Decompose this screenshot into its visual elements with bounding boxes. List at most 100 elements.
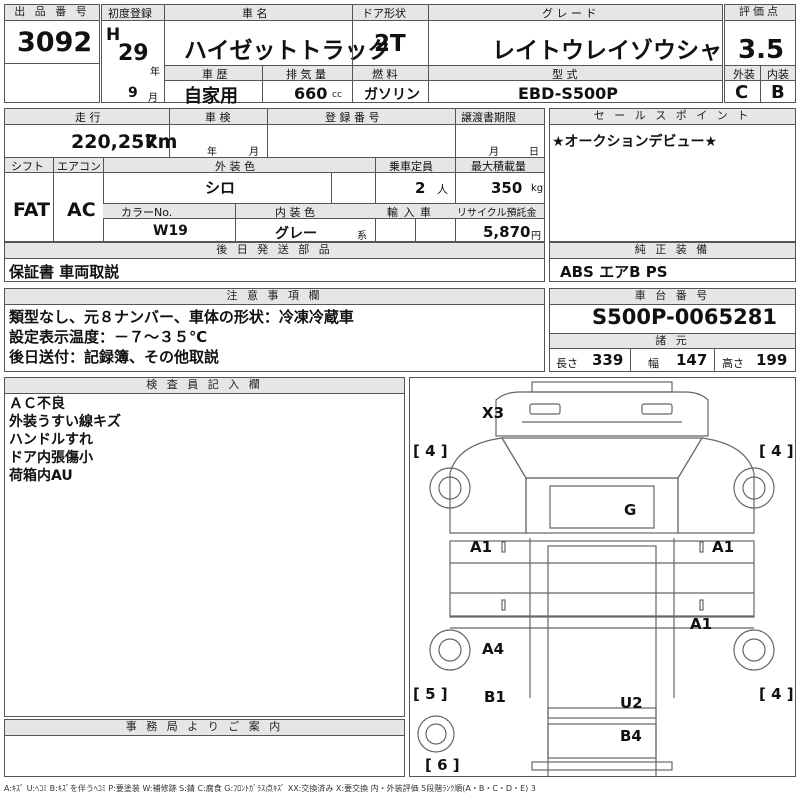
exterior-color-label: 外 装 色 [215, 160, 255, 173]
max-load-unit: kg [531, 183, 544, 194]
reg-number-label: 登 録 番 号 [325, 111, 380, 124]
door-label: ドア形状 [362, 7, 406, 20]
note-line: 類型なし、元８ナンバー、車体の形状：冷凍冷蔵車 [9, 308, 354, 326]
displacement: 660 [294, 84, 328, 103]
import-label: 輸 入 車 [387, 206, 432, 219]
history-label: 車 歴 [202, 68, 228, 81]
inspection-month-unit: 月 [249, 147, 259, 158]
car-name: ハイゼットトラック [184, 38, 391, 64]
mileage-unit: km [145, 131, 178, 153]
max-load: 350 [491, 179, 523, 197]
damage-mark-b4: B4 [620, 727, 642, 745]
model-label: 型 式 [552, 68, 578, 81]
spec-table: 走 行 車 検 登 録 番 号 譲渡書期限 220,257 km 年 月 月 日… [4, 108, 545, 243]
transfer-day-unit: 日 [529, 147, 539, 158]
displacement-label: 排 気 量 [286, 68, 326, 81]
note-line: 後日送付：記録簿、その他取説 [9, 348, 220, 366]
width: 147 [676, 351, 708, 369]
capacity-label: 乗車定員 [389, 160, 433, 173]
interior-score-label: 内装 [767, 68, 789, 81]
damage-mark-a4: A4 [482, 640, 505, 658]
interior-color: グレー [275, 226, 317, 242]
capacity: 2 [415, 179, 426, 197]
year-unit: 年 [150, 67, 160, 78]
inspection-year-unit: 年 [207, 147, 217, 158]
month-unit: 月 [148, 93, 158, 104]
door-type: 2T [374, 31, 406, 57]
lot-number-label: 出 品 番 号 [5, 5, 99, 21]
later-parts-label: 後 日 発 送 部 品 [5, 243, 544, 259]
chassis-number: S500P-0065281 [592, 305, 777, 329]
damage-mark-a1-right: A1 [712, 538, 735, 556]
damage-mark-u2: U2 [620, 694, 643, 712]
lot-number-cell: 出 品 番 号 3092 [4, 4, 100, 103]
fuel-label: 燃 料 [372, 68, 398, 81]
displacement-unit: cc [332, 90, 342, 100]
truck-outline-diagram [417, 381, 775, 776]
car-history: 自家用 [184, 86, 238, 107]
model-code: EBD-S500P [518, 84, 618, 103]
mileage: 220,257 [71, 131, 158, 153]
inspector-line: ハンドルすれ [9, 432, 93, 448]
capacity-unit: 人 [437, 183, 448, 196]
ac-type: AC [67, 199, 96, 221]
equipment-label: 純 正 装 備 [550, 243, 795, 259]
later-parts-box: 後 日 発 送 部 品 保証書 車両取説 [4, 242, 545, 282]
exterior-score-label: 外装 [733, 68, 755, 81]
interior-score: B [771, 82, 785, 103]
inspector-line: ＡＣ不良 [9, 396, 65, 412]
length-label: 長さ [556, 357, 578, 370]
tire-rear-left: [ 5 ] [413, 685, 448, 703]
max-load-label: 最大積載量 [471, 160, 526, 173]
fuel: ガソリン [364, 87, 420, 103]
tire-front-right: [ 4 ] [759, 442, 794, 460]
damage-mark-a1-left: A1 [470, 538, 493, 556]
note-line: 設定表示温度：－７～３５℃ [9, 328, 208, 346]
inspector-line: 外装うすい線キズ [9, 414, 121, 430]
tire-rear-right: [ 4 ] [759, 685, 794, 703]
sales-point-label: セ ー ル ス ポ イ ン ト [550, 109, 795, 125]
damage-mark-g: G [624, 501, 637, 519]
office-box: 事 務 局 よ り ご 案 内 [4, 719, 405, 777]
recycle-unit: 円 [531, 231, 541, 242]
width-label: 幅 [648, 357, 659, 370]
damage-mark-b1: B1 [484, 688, 506, 706]
exterior-color: シロ [205, 179, 236, 197]
later-parts-text: 保証書 車両取説 [9, 263, 120, 281]
damage-mark-x3: X3 [482, 404, 505, 422]
damage-mark-a1-bottom: A1 [690, 615, 713, 633]
lot-number: 3092 [17, 27, 93, 58]
first-registration-label: 初度登録 [108, 7, 152, 20]
grade: レイトウレイゾウシャ [492, 38, 722, 64]
notes-box: 注 意 事 項 欄 類型なし、元８ナンバー、車体の形状：冷凍冷蔵車 設定表示温度… [4, 288, 545, 372]
transfer-month-unit: 月 [489, 147, 499, 158]
legend-text: A:ｷｽﾞ U:ﾍｺﾐ B:ｷｽﾞを伴うﾍｺﾐ P:要塗装 W:補修跡 S:錆 … [4, 784, 536, 793]
recycle-label: リサイクル預託金 [457, 208, 537, 219]
transfer-deadline-label: 譲渡書期限 [461, 111, 516, 124]
sales-point-text: ★オークションデビュー★ [552, 134, 718, 150]
ac-label: エアコン [57, 160, 101, 173]
mileage-label: 走 行 [75, 111, 101, 124]
notes-label: 注 意 事 項 欄 [5, 289, 544, 305]
length: 339 [592, 351, 624, 369]
inspection-label: 車 検 [205, 111, 231, 124]
damage-diagram: X3 G A1 A1 A1 A4 B1 U2 B4 [ 4 ] [ 4 ] [ … [409, 377, 796, 777]
exterior-score: C [735, 82, 749, 103]
height-label: 高さ [722, 357, 744, 370]
inspector-line: 荷箱内AU [9, 468, 73, 484]
inspector-label: 検 査 員 記 入 欄 [5, 378, 404, 394]
dimensions-label: 諸 元 [550, 333, 795, 349]
tire-front-left: [ 4 ] [413, 442, 448, 460]
chassis-label: 車 台 番 号 [550, 289, 795, 305]
overall-score: 3.5 [738, 35, 785, 65]
era: H [106, 25, 121, 45]
registration-month: 9 [128, 85, 138, 101]
equipment-text: ABS エアB PS [560, 263, 668, 281]
sales-point-box: セ ー ル ス ポ イ ン ト ★オークションデビュー★ [549, 108, 796, 242]
color-number-label: カラーNo. [121, 206, 173, 219]
vehicle-header-table: 初度登録 車 名 ドア形状 グ レ ー ド H 29 年 ハイゼットトラック 2… [101, 4, 723, 107]
grade-label: グ レ ー ド [542, 7, 597, 20]
score-cell: 評価点 3.5 外装 内装 C B [724, 4, 796, 103]
office-label: 事 務 局 よ り ご 案 内 [5, 720, 404, 736]
registration-year: 29 [118, 41, 149, 66]
